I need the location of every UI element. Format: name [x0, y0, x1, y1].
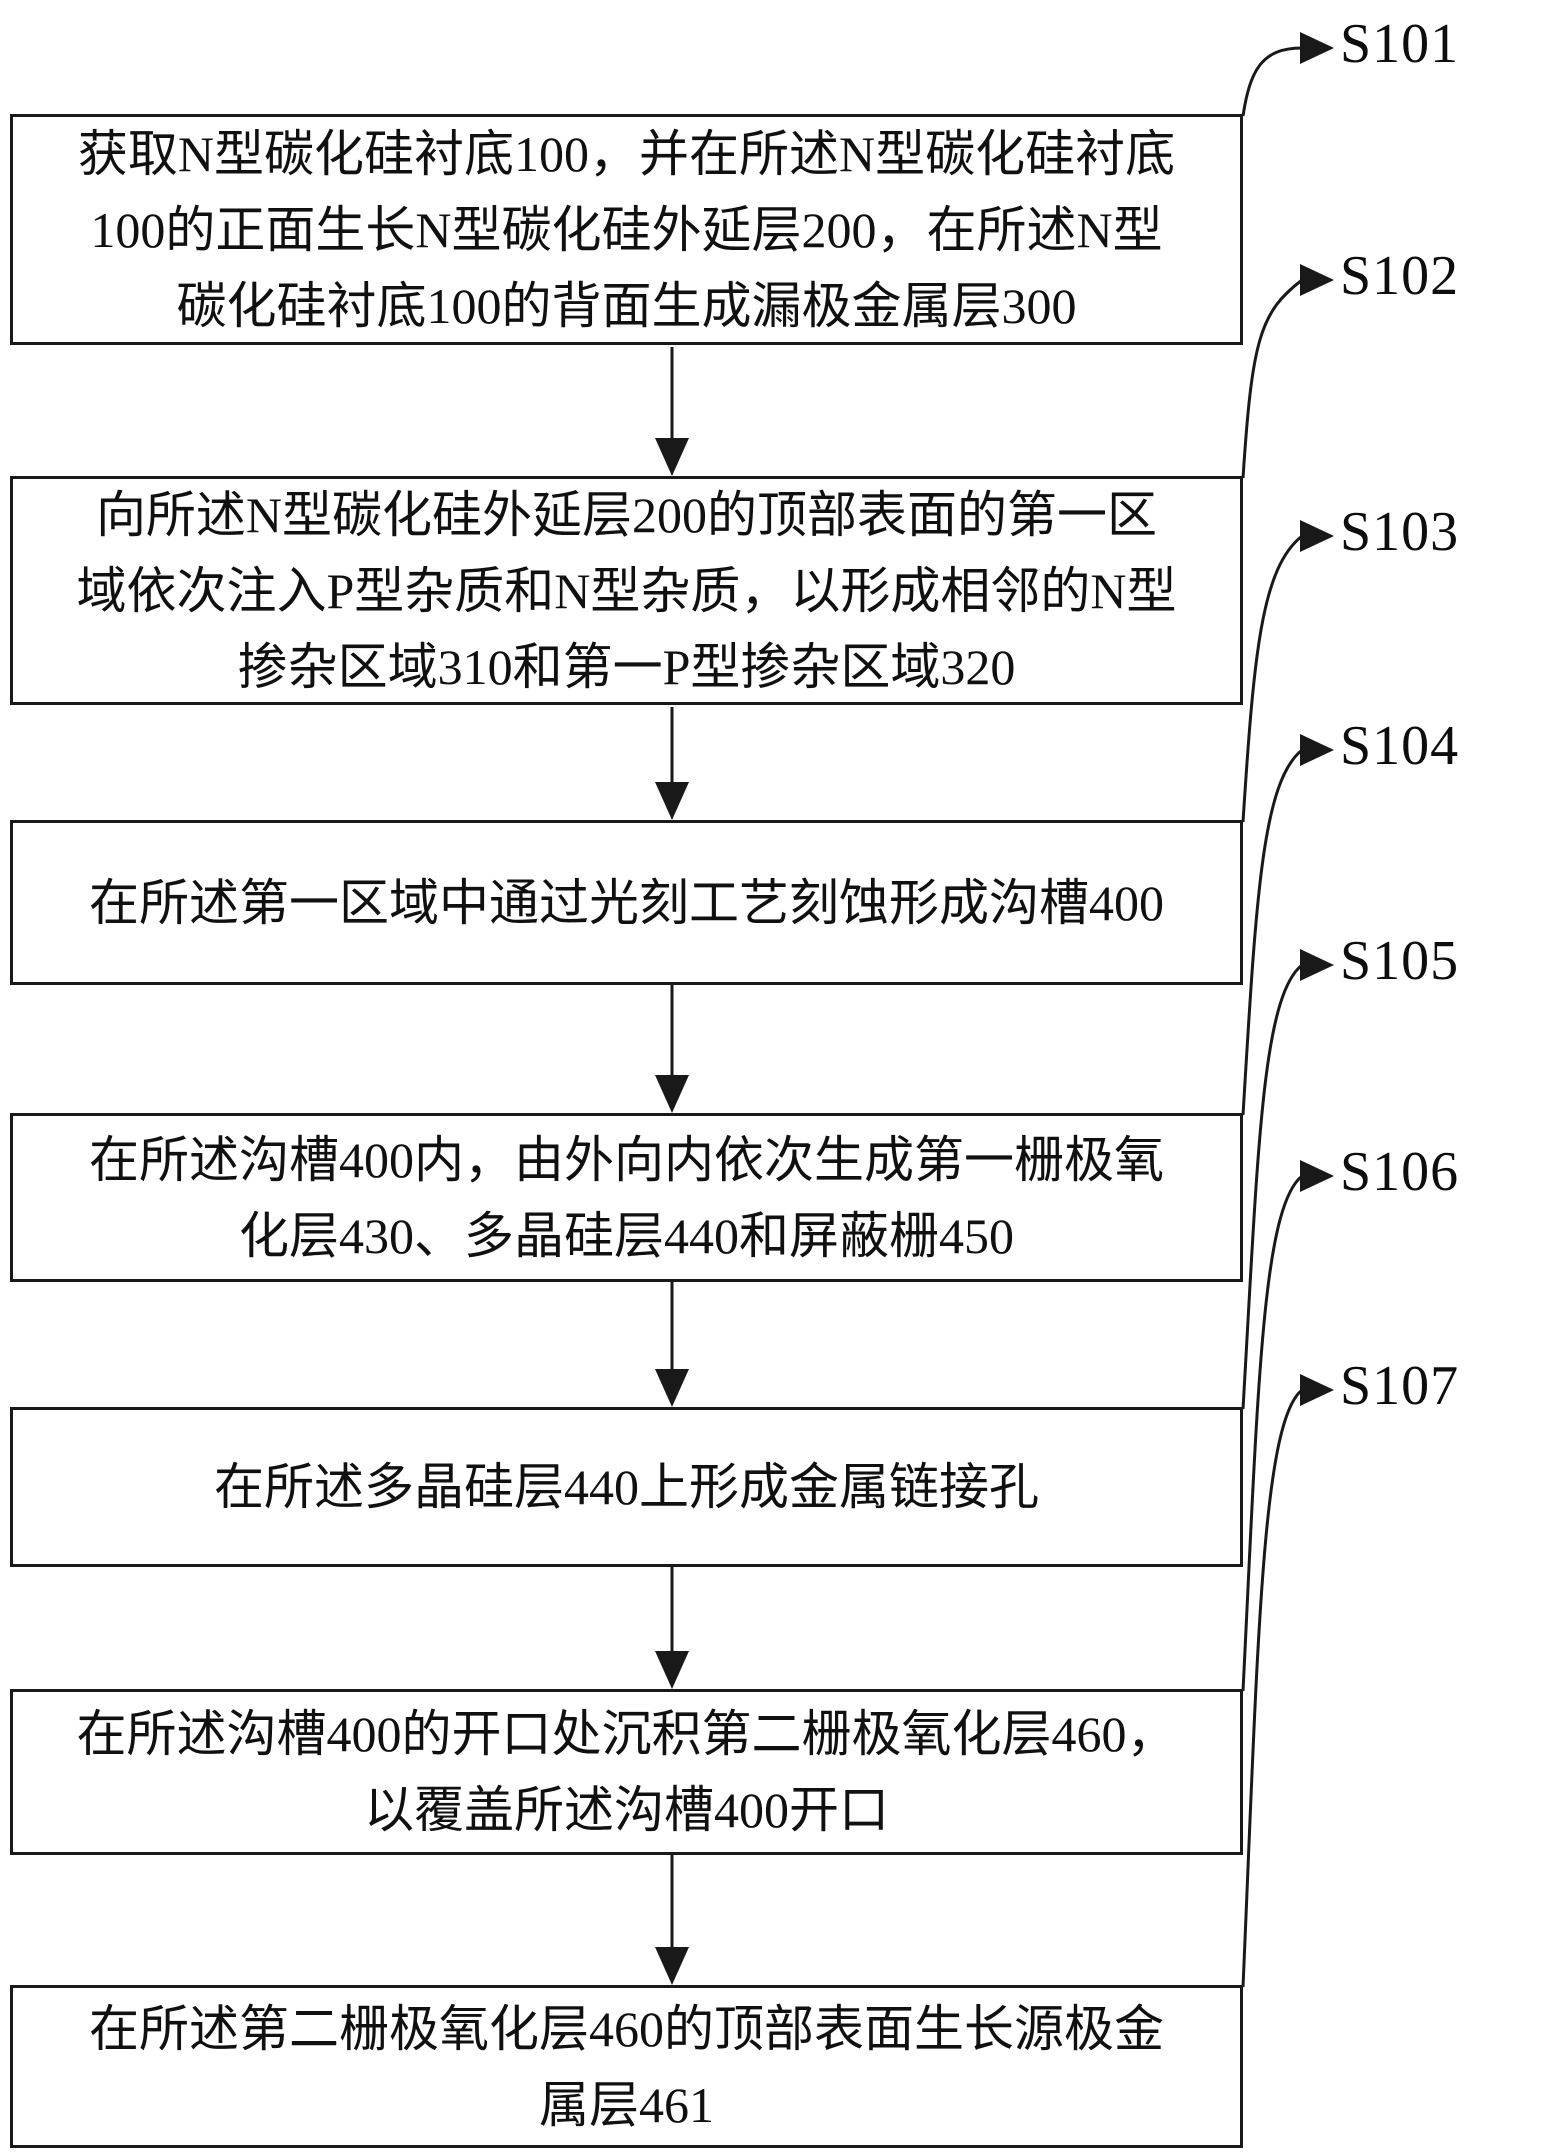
step-text-line: 碳化硅衬底100的背面生成漏极金属层300 [176, 277, 1077, 334]
curve-arrow-s105 [1241, 963, 1303, 1410]
curve-arrow-head-s102 [1300, 264, 1334, 296]
curve-arrow-s106 [1241, 1174, 1303, 1692]
step-text-line: 在所述沟槽400内，由外向内依次生成第一栅极氧 [89, 1131, 1164, 1188]
down-arrow-head-2 [655, 782, 689, 820]
down-arrow-head-6 [655, 1947, 689, 1985]
down-arrow-head-4 [655, 1369, 689, 1407]
step-text-line: 向所述N型碳化硅外延层200的顶部表面的第一区 [95, 486, 1158, 543]
step-text-line: 化层430、多晶硅层440和屏蔽栅450 [239, 1207, 1014, 1264]
curve-arrow-head-s105 [1300, 949, 1334, 981]
step-text-line: 域依次注入P型杂质和N型杂质，以形成相邻的N型 [76, 562, 1177, 619]
curve-arrow-head-s106 [1300, 1160, 1334, 1192]
step-box-s104: 在所述沟槽400内，由外向内依次生成第一栅极氧 化层430、多晶硅层440和屏蔽… [10, 1113, 1243, 1282]
step-text-line: 掺杂区域310和第一P型掺杂区域320 [237, 638, 1016, 695]
step-text-line: 在所述沟槽400的开口处沉积第二栅极氧化层460， [76, 1706, 1177, 1762]
step-label-s106: S106 [1340, 1141, 1460, 1203]
step-label-s102: S102 [1340, 245, 1460, 307]
step-label-s104: S104 [1340, 715, 1460, 777]
step-box-s107: 在所述第二栅极氧化层460的顶部表面生长源极金 属层461 [10, 1985, 1243, 2148]
down-arrow-head-1 [655, 438, 689, 476]
curve-arrow-s102 [1241, 278, 1303, 479]
step-text-line: 100的正面生长N型碳化硅外延层200，在所述N型 [90, 201, 1163, 258]
step-text-line: 在所述多晶硅层440上形成金属链接孔 [214, 1459, 1039, 1515]
step-box-s103: 在所述第一区域中通过光刻工艺刻蚀形成沟槽400 [10, 820, 1243, 985]
step-box-s102: 向所述N型碳化硅外延层200的顶部表面的第一区 域依次注入P型杂质和N型杂质，以… [10, 476, 1243, 705]
step-text-line: 在所述第一区域中通过光刻工艺刻蚀形成沟槽400 [89, 874, 1164, 931]
step-text-line: 以覆盖所述沟槽400开口 [364, 1782, 889, 1838]
down-arrow-head-3 [655, 1075, 689, 1113]
curve-arrow-head-s104 [1300, 734, 1334, 766]
step-text-line: 属层461 [539, 2076, 714, 2133]
curve-arrow-s101 [1241, 46, 1303, 117]
step-label-s105: S105 [1340, 930, 1460, 992]
down-arrow-head-5 [655, 1651, 689, 1689]
step-box-s105: 在所述多晶硅层440上形成金属链接孔 [10, 1407, 1243, 1567]
curve-arrow-s103 [1241, 534, 1303, 823]
curve-arrow-s107 [1241, 1388, 1303, 1988]
step-label-s101: S101 [1340, 13, 1460, 75]
step-label-s107: S107 [1340, 1355, 1460, 1417]
step-text-line: 在所述第二栅极氧化层460的顶部表面生长源极金 [89, 2000, 1164, 2057]
step-text-line: 获取N型碳化硅衬底100，并在所述N型碳化硅衬底 [77, 125, 1176, 182]
step-box-s101: 获取N型碳化硅衬底100，并在所述N型碳化硅衬底 100的正面生长N型碳化硅外延… [10, 114, 1243, 345]
step-box-s106: 在所述沟槽400的开口处沉积第二栅极氧化层460， 以覆盖所述沟槽400开口 [10, 1689, 1243, 1855]
step-label-s103: S103 [1340, 501, 1460, 563]
curve-arrow-head-s103 [1300, 520, 1334, 552]
curve-arrow-head-s107 [1300, 1374, 1334, 1406]
curve-arrow-s104 [1241, 748, 1303, 1116]
curve-arrow-head-s101 [1300, 32, 1334, 64]
